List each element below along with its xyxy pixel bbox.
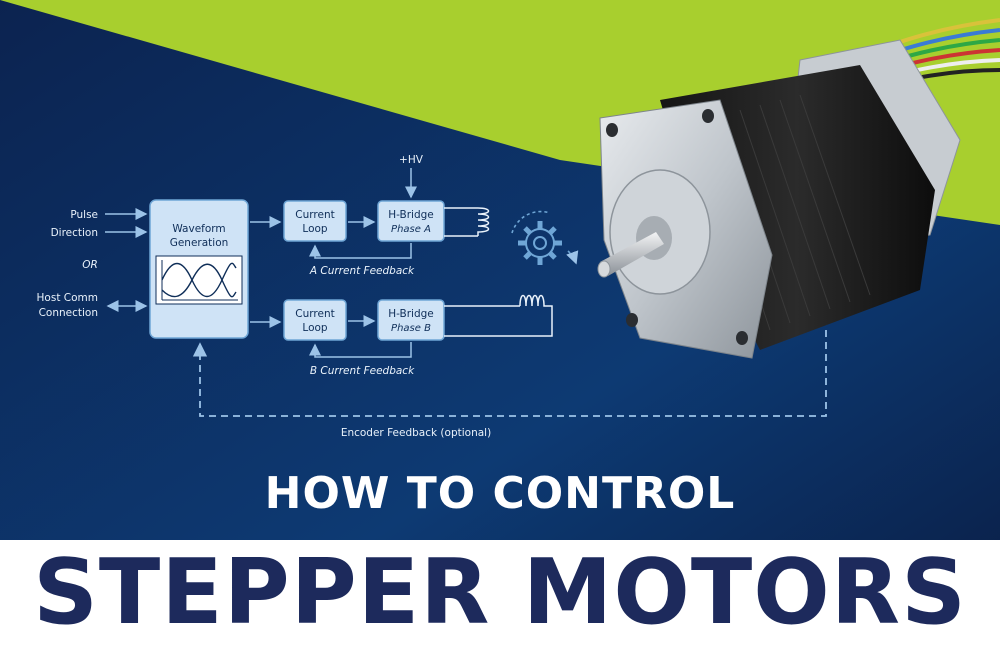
headline-banner [0,540,1000,650]
waveform-block-line2: Generation [170,237,229,249]
feedback-b-label: B Current Feedback [310,365,415,377]
headline-line1: HOW TO CONTROL [264,468,736,519]
h-bridge-b-title: H-Bridge [388,308,434,320]
mounting-holes [606,109,748,345]
direction-label: Direction [51,227,98,239]
current-loop-a-line2: Loop [302,223,328,235]
or-label: OR [82,259,98,271]
h-bridge-a-block [377,200,445,242]
h-bridge-a-title: H-Bridge [388,209,434,221]
motor-shaft-tip [597,260,611,278]
encoder-feedback-path [192,270,827,417]
h-bridge-a-phase: Phase A [391,224,431,235]
supply-label: +HV [399,154,424,166]
encoder-feedback-label: Encoder Feedback (optional) [341,427,491,439]
coil-icon [444,207,490,237]
feedback-a-path [309,243,412,259]
feedback-a-label: A Current Feedback [309,265,415,277]
pulse-label: Pulse [70,209,98,221]
h-bridge-b-phase: Phase B [391,323,431,334]
headline-line2: STEPPER MOTORS [33,540,967,645]
current-loop-b-line1: Current [295,308,334,320]
motor-shaft [600,232,664,276]
host-comm-label-line1: Host Comm [37,292,98,304]
feedback-b-path [309,342,412,358]
current-loop-a-line1: Current [295,209,334,221]
h-bridge-b-block [377,299,445,341]
waveform-block-line1: Waveform [172,223,225,235]
coil-icon [444,294,553,337]
current-loop-b-line2: Loop [302,322,328,334]
gear-icon [511,210,579,265]
sine-wave-icon [155,255,243,305]
current-loop-b-block [283,299,347,341]
current-loop-a-block [283,200,347,242]
host-comm-label-line2: Connection [39,307,98,319]
